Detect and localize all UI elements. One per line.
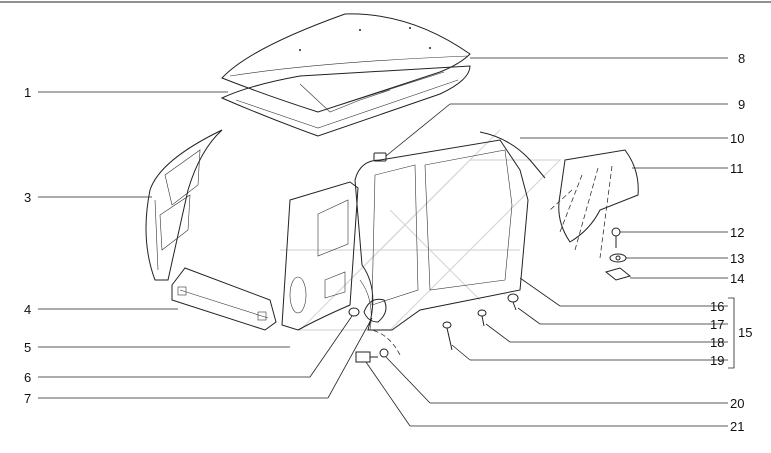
- callout-20: 20: [730, 396, 744, 411]
- roof-outer-panel: [221, 13, 471, 113]
- fuel-flap-6: [348, 307, 360, 317]
- watermark: [280, 129, 562, 331]
- callout-7: 7: [24, 391, 31, 406]
- inner-front-panel: [145, 129, 223, 281]
- stud-19: [442, 321, 453, 351]
- callout-5: 5: [24, 340, 31, 355]
- callout-19: 19: [710, 353, 724, 368]
- body-side-frame: [354, 139, 529, 331]
- washer-13: [609, 253, 627, 263]
- pin-21: [355, 351, 378, 363]
- leader-lines: [38, 57, 735, 427]
- rear-cross-member: [171, 267, 277, 331]
- callout-3: 3: [24, 190, 31, 205]
- drip-moulding-strip: [479, 131, 546, 179]
- roof-inner-panel: [220, 65, 471, 137]
- wheel-arch-liner: [549, 149, 639, 259]
- bolt-12: [611, 227, 621, 248]
- callout-21: 21: [730, 419, 744, 434]
- fuel-flap-7: [363, 298, 387, 323]
- callout-12: 12: [730, 225, 744, 240]
- callout-16: 16: [710, 299, 724, 314]
- screw-16: [507, 293, 519, 311]
- callout-labels: 1 3 4 5 6 7 8 9 10 11 12 13 14 16 17 18 …: [24, 51, 752, 434]
- callout-9: 9: [738, 97, 745, 112]
- callout-6: 6: [24, 370, 31, 385]
- callout-18: 18: [710, 335, 724, 350]
- callout-13: 13: [730, 251, 744, 266]
- callout-11: 11: [730, 161, 744, 176]
- callout-17: 17: [710, 317, 724, 332]
- bracket: [373, 152, 387, 162]
- washer-20: [379, 348, 389, 358]
- callout-8: 8: [738, 51, 745, 66]
- callout-14: 14: [730, 271, 744, 286]
- screw-17: [477, 309, 487, 327]
- callout-1: 1: [24, 85, 31, 100]
- callout-4: 4: [24, 302, 31, 317]
- callout-10: 10: [730, 131, 744, 146]
- clip-nut-14: [604, 267, 632, 281]
- callout-15: 15: [738, 325, 752, 340]
- fuel-flap-assembly-arc: [371, 329, 401, 356]
- rear-side-panel: [281, 181, 359, 331]
